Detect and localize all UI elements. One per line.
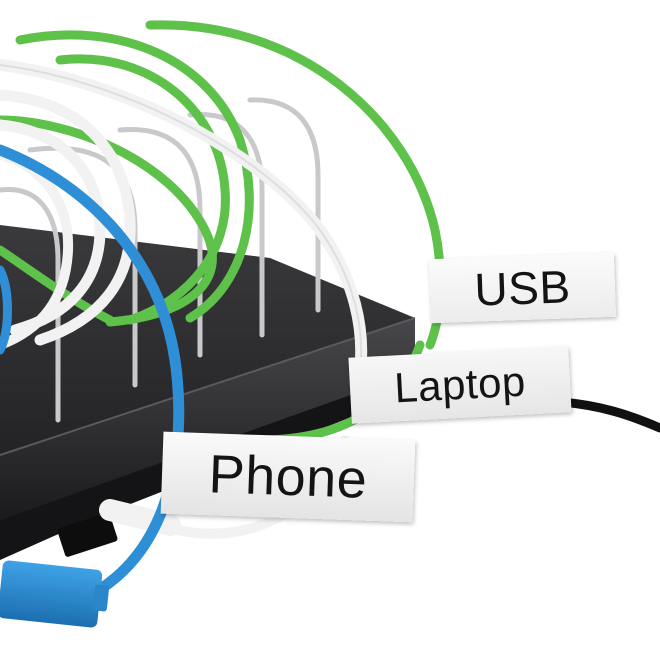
phone-label: Phone	[160, 431, 416, 523]
laptop-label-text: Laptop	[393, 357, 527, 412]
usb-plug-icon	[0, 560, 110, 628]
laptop-label: Laptop	[348, 346, 572, 424]
usb-label-text: USB	[473, 260, 572, 316]
black-cable	[555, 397, 660, 433]
phone-label-text: Phone	[207, 444, 369, 510]
usb-label: USB	[428, 252, 617, 324]
blue-cable	[0, 144, 185, 606]
